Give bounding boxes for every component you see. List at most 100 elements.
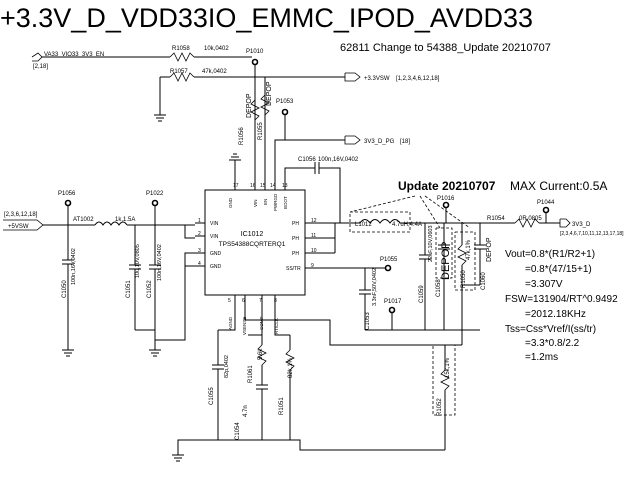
c1058-value: DEPOP bbox=[440, 241, 452, 280]
c1056-ref: C1056 bbox=[298, 157, 316, 163]
c1054-ref: C1054 bbox=[235, 422, 241, 440]
pin-name: PWRGD bbox=[273, 193, 278, 211]
vsense-feedback-trace bbox=[245, 319, 445, 346]
formula-fsw-result: =2012.18KHz bbox=[525, 309, 586, 320]
vin-page-refs: [2,3,6,12,18] bbox=[4, 212, 38, 218]
update-box-r1050 bbox=[454, 231, 476, 291]
ic-left-pins: VIN 1 VIN 2 GND 3 GND 4 bbox=[198, 218, 222, 270]
vin-pin2-tie bbox=[184, 225, 195, 239]
pin-number: 2 bbox=[198, 231, 201, 237]
enable-page-refs: [2,18] bbox=[33, 64, 48, 70]
ground-symbol-input bbox=[149, 349, 161, 357]
resistor-r1052: R1052 15k,1% bbox=[437, 345, 451, 450]
pin-name: PH bbox=[292, 221, 299, 227]
r1058-value: 10k,0402 bbox=[204, 46, 229, 52]
update-box-r1052 bbox=[432, 344, 456, 416]
c1055-ref: C1055 bbox=[209, 387, 215, 405]
testpoint-p1055: P1055 bbox=[365, 257, 398, 272]
formula-vout: Vout=0.8*(R1/R2+1) bbox=[505, 249, 595, 260]
l1012-ref: L1012 bbox=[355, 222, 372, 228]
pin-name: VIN bbox=[210, 221, 219, 227]
c1059-value: 22uF,10V,0603 bbox=[428, 226, 434, 263]
pin-name: VIN bbox=[210, 234, 219, 240]
p1056-label: P1056 bbox=[58, 191, 76, 197]
ic-gnd-return bbox=[155, 266, 186, 341]
pin-number: 16 bbox=[250, 183, 256, 189]
vsw-page-refs: [1,2,3,4,6,12,18] bbox=[396, 76, 440, 82]
c1053-ref: C1053 bbox=[365, 312, 371, 330]
pin-number: 14 bbox=[270, 183, 276, 189]
r1051-value: 82k,1% bbox=[288, 357, 294, 378]
testpoint-p1022: P1022 bbox=[146, 191, 164, 225]
update-box-c1058 bbox=[435, 227, 453, 279]
vsw-output-flag: +3.3VSW [1,2,3,4,6,12,18] bbox=[265, 72, 440, 82]
c1052-value: 100n,16V,0402 bbox=[157, 244, 163, 281]
capacitor-c1059: C1059 22uF,10V,0603 bbox=[419, 223, 434, 330]
formula-tss: Tss=Css*Vref/I(ss/tr) bbox=[505, 324, 596, 335]
capacitor-c1051: C1051 10u,10V,0805 bbox=[126, 225, 141, 330]
resistor-r1051: R1051 82k,1% bbox=[279, 335, 295, 440]
at1002-value: 1k,1.5A bbox=[115, 217, 135, 223]
r1054-ref: R1054 bbox=[487, 216, 505, 222]
testpoint-p1010: P1010 bbox=[246, 49, 264, 190]
pin-name: GND bbox=[210, 251, 222, 257]
bottom-gnd-drop bbox=[177, 439, 218, 455]
pin-number: 12 bbox=[311, 218, 317, 224]
testpoint-p1044: P1044 bbox=[537, 200, 555, 223]
max-current-label: MAX Current:0.5A bbox=[510, 179, 607, 193]
capacitor-c1055: C1055 82p,0402 bbox=[209, 330, 230, 440]
pin-name: SS/TR bbox=[286, 266, 301, 272]
p1053-label: P1053 bbox=[276, 99, 294, 105]
pin-name: EN bbox=[263, 199, 268, 205]
formula-tss-result: =1.2ms bbox=[525, 352, 558, 363]
testpoint-p1056: P1056 bbox=[58, 191, 76, 225]
design-formulas: Vout=0.8*(R1/R2+1) =0.8*(47/15+1) =3.307… bbox=[505, 249, 618, 363]
out-net-label: 3V3_D bbox=[572, 222, 591, 228]
r1056-ref: R1056 bbox=[239, 127, 245, 145]
change-note: 62811 Change to 54388_Update 20210707 bbox=[340, 42, 551, 54]
p1010-label: P1010 bbox=[246, 49, 264, 55]
pin-number: 11 bbox=[311, 233, 316, 239]
resistor-r1050: R1050 47k,1% bbox=[457, 223, 472, 345]
out-page-refs: [2,3,4,6,7,10,11,12,13,17,18] bbox=[560, 231, 624, 237]
r1055-value: DEPOP bbox=[266, 81, 273, 106]
rtclk-trace bbox=[274, 305, 290, 336]
update-leader-3 bbox=[424, 195, 471, 229]
pin-name: PH bbox=[292, 251, 299, 257]
p1055-label: P1055 bbox=[380, 257, 398, 263]
r1051-ref: R1051 bbox=[279, 397, 285, 415]
pin-number: 10 bbox=[311, 248, 317, 254]
testpoint-p1017: P1017 bbox=[384, 299, 402, 330]
r1054-value: 0R,0805 bbox=[519, 216, 542, 222]
capacitor-c1052: C1052 100n,16V,0402 bbox=[147, 225, 163, 350]
schematic-title: +3.3V_D_VDD33IO_EMMC_IPOD_AVDD33 bbox=[0, 3, 533, 33]
resistor-r1055-top: DEPOP R1055 bbox=[258, 81, 273, 140]
r1055-ref: R1055 bbox=[258, 122, 264, 140]
capacitor-c1053: C1053 3.3nF,50V,0402 bbox=[359, 268, 378, 330]
pin-name: VIN bbox=[253, 199, 258, 207]
pg-page-refs: [18] bbox=[400, 139, 410, 145]
pin-name: VSENSE bbox=[242, 317, 247, 335]
r1050-value: 47k,1% bbox=[466, 239, 472, 260]
formula-tss-calc: =3.3*0.8/2.2 bbox=[525, 338, 580, 349]
resistor-r1061: R1061 5.6k bbox=[248, 335, 267, 385]
c1051-ref: C1051 bbox=[126, 280, 132, 298]
c1054-value: 4.7n bbox=[243, 405, 249, 417]
update-leader-1 bbox=[349, 195, 416, 213]
pin-number: 7 bbox=[259, 298, 262, 304]
ground-symbol-pin17 bbox=[229, 153, 241, 190]
fb-gnd-trace bbox=[290, 439, 445, 451]
formula-fsw: FSW=131904/RT^0.9492 bbox=[505, 294, 618, 305]
pin-number: 6 bbox=[242, 298, 245, 304]
p1022-label: P1022 bbox=[146, 191, 164, 197]
formula-vout-result: =3.307V bbox=[525, 279, 563, 290]
capacitor-c1054: C1054 4.7n bbox=[235, 384, 268, 440]
c1051-value: 10u,10V,0805 bbox=[135, 244, 141, 278]
update-label: Update 20210707 bbox=[398, 179, 496, 193]
ic-right-pins: PH 12 PH 11 PH 10 SS/TR 9 bbox=[286, 218, 317, 272]
c1050-ref: C1050 bbox=[62, 280, 68, 298]
vin-net-label: +5VSW bbox=[8, 224, 29, 230]
ferrite-at1002: AT1002 1k,1.5A bbox=[73, 217, 195, 226]
resistor-r1056: R1056 DEPOP bbox=[239, 93, 260, 145]
c1053-value: 3.3nF,50V,0402 bbox=[372, 268, 378, 306]
